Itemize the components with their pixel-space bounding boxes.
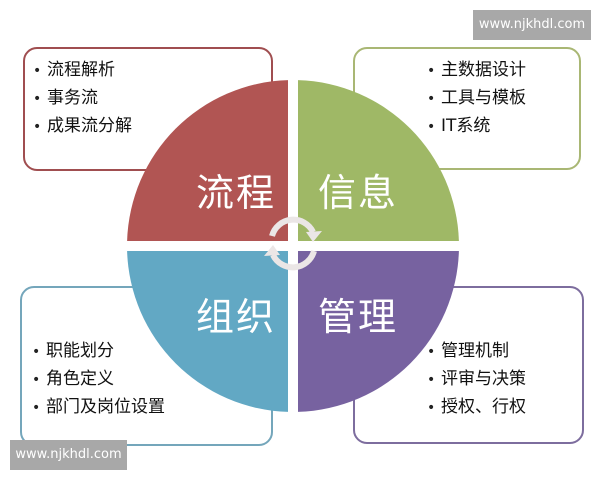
- bullet-icon: •: [32, 400, 41, 416]
- bullet-icon: •: [427, 344, 436, 360]
- list-item: •职能划分: [32, 338, 165, 366]
- organization-quadrant: [127, 251, 288, 412]
- cycle-arrows-icon: [269, 216, 317, 271]
- list-item: •角色定义: [32, 366, 165, 394]
- list-item: •IT系统: [427, 113, 526, 141]
- arrow-heads-icon: [264, 231, 322, 256]
- bullet-icon: •: [427, 91, 436, 107]
- process-label: 流程: [196, 171, 277, 215]
- bullet-icon: •: [427, 63, 436, 79]
- list-item: •成果流分解: [33, 113, 132, 141]
- list-item: •授权、行权: [427, 394, 526, 422]
- bullet-icon: •: [427, 372, 436, 388]
- bullet-icon: •: [33, 119, 42, 135]
- bullet-icon: •: [33, 63, 42, 79]
- list-item: •部门及岗位设置: [32, 394, 165, 422]
- bullet-icon: •: [427, 119, 436, 135]
- management-item-list: •管理机制 •评审与决策 •授权、行权: [427, 338, 526, 422]
- list-item: •管理机制: [427, 338, 526, 366]
- information-item-list: •主数据设计 •工具与模板 •IT系统: [427, 57, 526, 141]
- list-item: •主数据设计: [427, 57, 526, 85]
- organization-label: 组织: [196, 295, 277, 339]
- list-item: •流程解析: [33, 57, 132, 85]
- list-item: •评审与决策: [427, 366, 526, 394]
- management-label: 管理: [318, 295, 399, 339]
- watermark-bottom: www.njkhdl.com: [10, 440, 127, 470]
- list-item: •工具与模板: [427, 85, 526, 113]
- bullet-icon: •: [32, 372, 41, 388]
- information-quadrant: [298, 80, 459, 241]
- organization-item-list: •职能划分 •角色定义 •部门及岗位设置: [32, 338, 165, 422]
- bullet-icon: •: [33, 91, 42, 107]
- list-item: •事务流: [33, 85, 132, 113]
- information-label: 信息: [318, 171, 399, 215]
- bullet-icon: •: [427, 400, 436, 416]
- management-quadrant: [298, 251, 459, 412]
- bullet-icon: •: [32, 344, 41, 360]
- process-item-list: •流程解析 •事务流 •成果流分解: [33, 57, 132, 141]
- process-quadrant: [127, 80, 288, 241]
- watermark-top: www.njkhdl.com: [473, 10, 591, 40]
